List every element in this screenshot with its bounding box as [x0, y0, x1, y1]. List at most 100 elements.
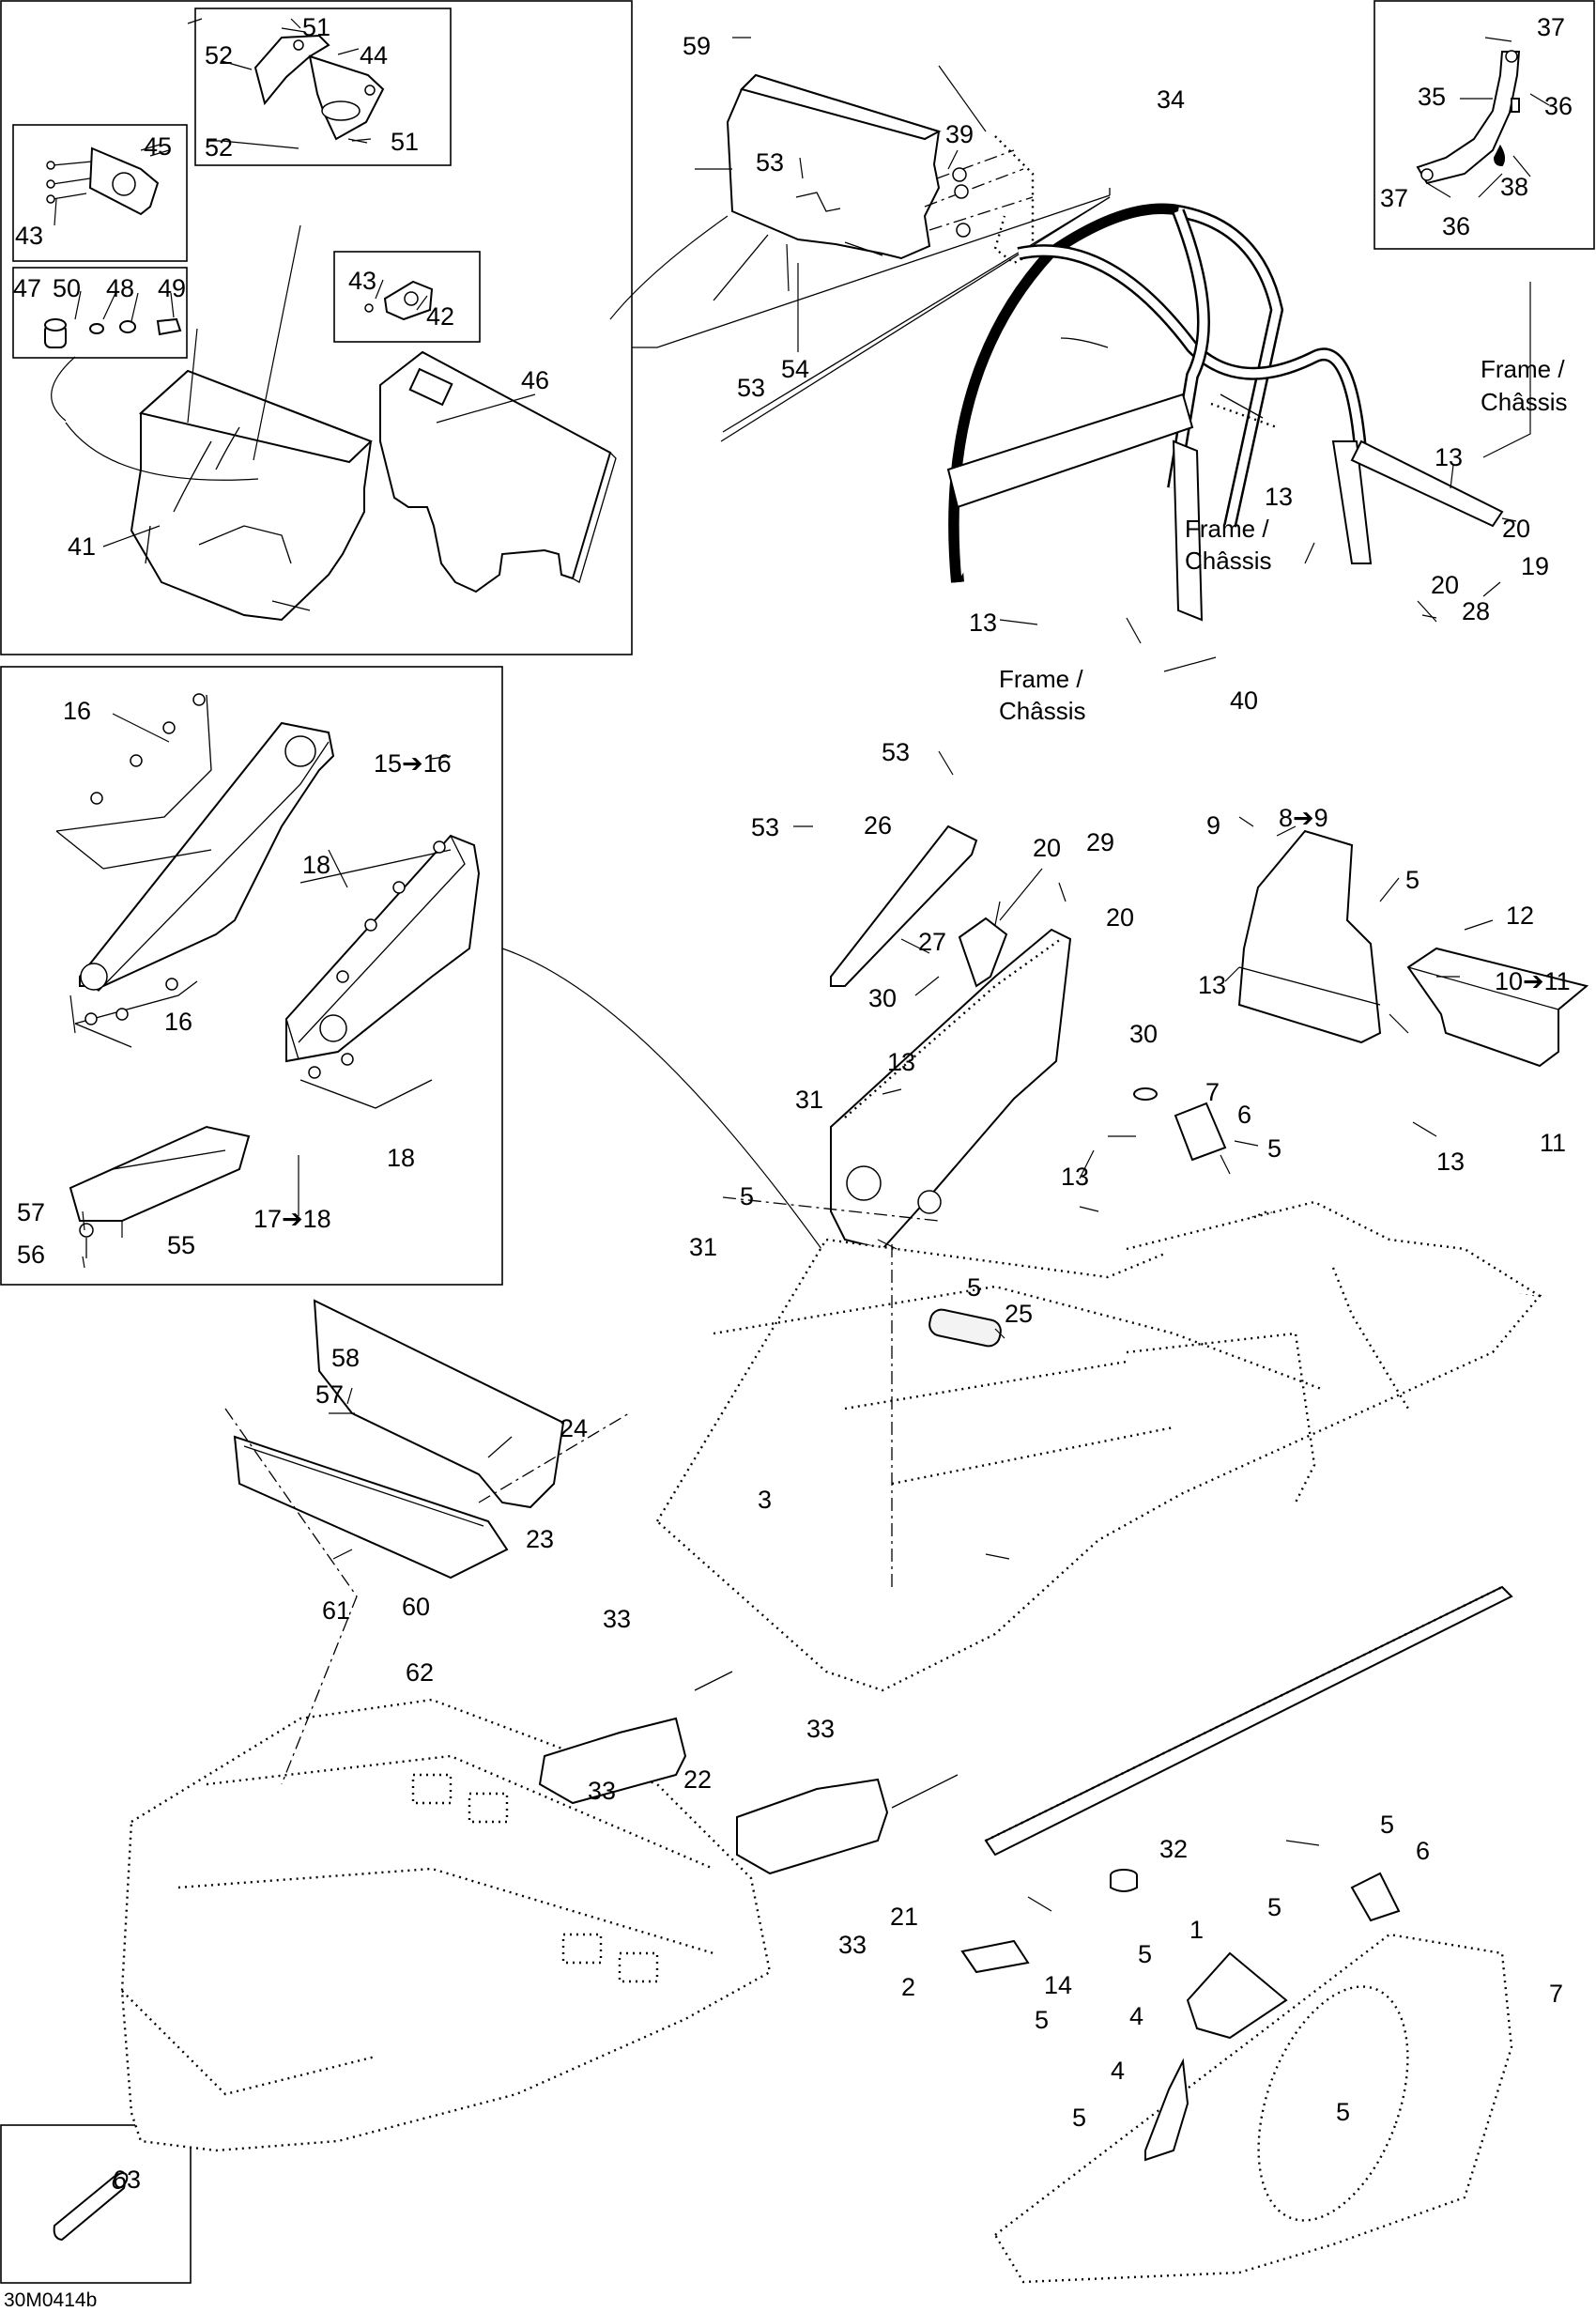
callout-30: 30	[868, 984, 897, 1012]
inset-top-left	[0, 0, 1111, 655]
callout-37b: 37	[1380, 184, 1408, 212]
callout-38: 38	[1500, 173, 1528, 201]
callout-20c: 20	[1033, 834, 1061, 862]
callout-13e: 13	[1061, 1163, 1089, 1191]
chassis-main-frame	[655, 1200, 1542, 1692]
callout-27: 27	[918, 928, 946, 956]
bracket-14	[960, 1939, 1030, 1974]
callout-33c: 33	[806, 1715, 835, 1743]
callout-36b: 36	[1442, 212, 1470, 240]
plate-42	[364, 280, 434, 321]
callout-22: 22	[683, 1765, 712, 1794]
callout-9: 9	[1206, 811, 1220, 840]
callout-5c: 5	[1267, 1134, 1281, 1163]
handle-35	[1416, 50, 1521, 185]
figure-code: 30M0414b	[4, 2289, 97, 2311]
callout-43: 43	[15, 222, 43, 250]
callout-13c: 13	[969, 609, 997, 637]
callout-26: 26	[864, 811, 892, 840]
callout-34: 34	[1157, 85, 1185, 114]
callout-17to18: 17➔18	[253, 1205, 331, 1233]
bracket-6-lower	[1350, 1872, 1401, 1922]
callout-8to9: 8➔9	[1279, 804, 1328, 832]
panel-41	[51, 224, 373, 622]
chassis-front-frame	[120, 1698, 772, 2152]
callout-12: 12	[1506, 902, 1534, 930]
guard-21	[736, 1778, 889, 1875]
callout-29: 29	[1086, 828, 1114, 856]
callout-5h: 5	[1138, 1940, 1152, 1968]
callout-13d: 13	[887, 1048, 915, 1076]
callout-16b: 16	[164, 1008, 192, 1036]
chassis-block-center	[830, 928, 1072, 1251]
frame-label-1a: Frame /	[1481, 355, 1565, 383]
heat-shield-17	[285, 834, 481, 1063]
plate-8	[1237, 829, 1382, 1044]
callout-36: 36	[1544, 92, 1573, 120]
callout-15to16: 15➔16	[374, 749, 452, 778]
callout-53d: 53	[751, 813, 779, 841]
callout-53: 53	[756, 148, 784, 177]
callout-13b: 13	[1265, 483, 1293, 511]
callouts: 51 52 44 52 51 45 43 47 50 48 49 43 42 4…	[4, 13, 1573, 2311]
callout-47: 47	[13, 274, 41, 302]
arrow-line-23	[694, 1671, 959, 1809]
frame-label-3b: Châssis	[999, 697, 1085, 725]
callout-5d: 5	[1405, 866, 1420, 894]
front-ref-lines	[224, 1196, 940, 1785]
rear-tunnel	[993, 1933, 1513, 2284]
callout-42: 42	[426, 302, 454, 331]
fitting-47-50	[44, 317, 182, 348]
heat-shield-55	[69, 1125, 251, 1258]
callout-55: 55	[167, 1231, 195, 1259]
callout-5b: 5	[967, 1273, 981, 1302]
callout-28: 28	[1462, 597, 1490, 625]
mount-26	[830, 825, 1008, 988]
callout-40: 40	[1230, 686, 1258, 715]
callout-50: 50	[53, 274, 81, 302]
callout-49: 49	[158, 274, 186, 302]
tube-25	[928, 1308, 1002, 1348]
callout-44: 44	[360, 41, 388, 69]
plate-45	[46, 146, 170, 216]
inset-rollbar-handle	[1373, 0, 1595, 250]
callout-20d: 20	[1106, 903, 1134, 932]
callout-33d: 33	[838, 1931, 867, 1959]
frame-label-2a: Frame /	[1185, 515, 1269, 543]
callout-33: 33	[603, 1605, 631, 1633]
callout-24: 24	[560, 1414, 588, 1442]
callout-16: 16	[63, 697, 91, 725]
bracket-10	[1406, 947, 1589, 1068]
bracket-44	[221, 27, 385, 149]
callout-3: 3	[758, 1486, 772, 1514]
bracket-4-lower	[1144, 2058, 1189, 2162]
panel-upper-mid	[609, 73, 1111, 433]
callout-20b: 20	[1431, 571, 1459, 599]
callout-25: 25	[1005, 1300, 1033, 1328]
callout-7b: 7	[1549, 1980, 1563, 2008]
inset2-leader	[501, 948, 822, 1250]
callout-1: 1	[1189, 1916, 1204, 1944]
callout-46: 46	[521, 366, 549, 394]
guard-22	[538, 1717, 687, 1805]
callout-30b: 30	[1129, 1020, 1158, 1048]
bracket-4-upper	[1186, 1951, 1288, 2040]
callout-51: 51	[302, 13, 330, 41]
callout-6b: 6	[1416, 1837, 1430, 1865]
frame-label-3a: Frame /	[999, 665, 1083, 693]
callout-54: 54	[781, 355, 809, 383]
rollbar-34	[946, 203, 1504, 622]
grommet-32	[1110, 1869, 1138, 1892]
callout-31b: 31	[689, 1233, 717, 1261]
callout-56: 56	[17, 1241, 45, 1269]
callout-19: 19	[1521, 552, 1549, 580]
callout-52b: 52	[205, 133, 233, 162]
callout-53b: 53	[737, 374, 765, 402]
callout-14: 14	[1044, 1971, 1072, 1999]
callout-18: 18	[302, 851, 330, 879]
callout-5g: 5	[1267, 1893, 1281, 1921]
callout-7: 7	[1205, 1078, 1220, 1106]
inset-fitting-47-50	[12, 267, 188, 359]
callout-18b: 18	[387, 1144, 415, 1172]
callout-20: 20	[1502, 515, 1530, 543]
